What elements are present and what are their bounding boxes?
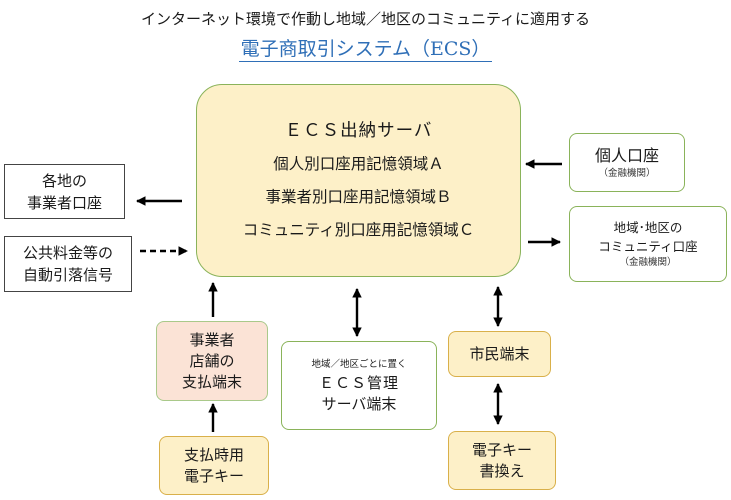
- citizen-terminal-box: 市民端末: [448, 331, 551, 377]
- storage-area-c: コミュニティ別口座用記憶領域Ｃ: [242, 220, 475, 239]
- key-rewrite-box: 電子キー 書換え: [448, 431, 556, 490]
- store-terminal-line3: 支払端末: [181, 372, 242, 391]
- community-account-box: 地域･地区の コミュニティ口座 （金融機関）: [569, 206, 727, 282]
- merchant-accounts-box: 各地の 事業者口座: [4, 164, 125, 219]
- payment-key-line2: 電子キー: [183, 466, 244, 485]
- community-account-line2: コミュニティ口座: [598, 239, 698, 254]
- key-rewrite-line1: 電子キー: [471, 440, 532, 459]
- personal-account-sub: （金融機関）: [598, 167, 656, 179]
- payment-key-box: 支払時用 電子キー: [159, 436, 269, 495]
- store-payment-terminal-box: 事業者 店舗の 支払端末: [156, 321, 268, 401]
- diagram-title: インターネット環境で作動し地域／地区のコミュニティに適用する: [140, 10, 591, 28]
- store-terminal-line1: 事業者: [189, 330, 235, 349]
- admin-terminal-line1: 地域／地区ごとに置く: [311, 358, 407, 370]
- admin-terminal-line2: ＥＣＳ管理: [318, 373, 399, 392]
- admin-terminal-line3: サーバ端末: [321, 394, 397, 413]
- key-rewrite-line2: 書換え: [479, 461, 525, 480]
- ecs-server-box: ＥＣＳ出納サーバ 個人別口座用記憶領域Ａ 事業者別口座用記憶領域Ｂ コミュニティ…: [196, 84, 521, 277]
- subtitle-text: 電子商取引システム（ECS）: [238, 38, 493, 62]
- ecs-admin-terminal-box: 地域／地区ごとに置く ＥＣＳ管理 サーバ端末: [281, 341, 437, 430]
- storage-area-b: 事業者別口座用記憶領域Ｂ: [265, 187, 452, 206]
- merchant-accounts-line1: 各地の: [41, 171, 87, 190]
- citizen-terminal-label: 市民端末: [469, 344, 530, 363]
- merchant-accounts-line2: 事業者口座: [26, 193, 102, 212]
- storage-area-a: 個人別口座用記憶領域Ａ: [273, 154, 444, 173]
- community-account-sub: （金融機関）: [619, 257, 677, 268]
- auto-debit-line2: 自動引落信号: [22, 266, 113, 284]
- community-account-line1: 地域･地区の: [613, 220, 683, 235]
- auto-debit-line1: 公共料金等の: [22, 244, 113, 262]
- diagram-subtitle: 電子商取引システム（ECS）: [0, 34, 731, 62]
- personal-account-label: 個人口座: [594, 145, 659, 165]
- payment-key-line1: 支払時用: [183, 445, 244, 464]
- auto-debit-box: 公共料金等の 自動引落信号: [4, 236, 132, 292]
- store-terminal-line2: 店舗の: [189, 351, 235, 370]
- personal-account-box: 個人口座 （金融機関）: [569, 133, 685, 192]
- server-title: ＥＣＳ出納サーバ: [284, 120, 433, 141]
